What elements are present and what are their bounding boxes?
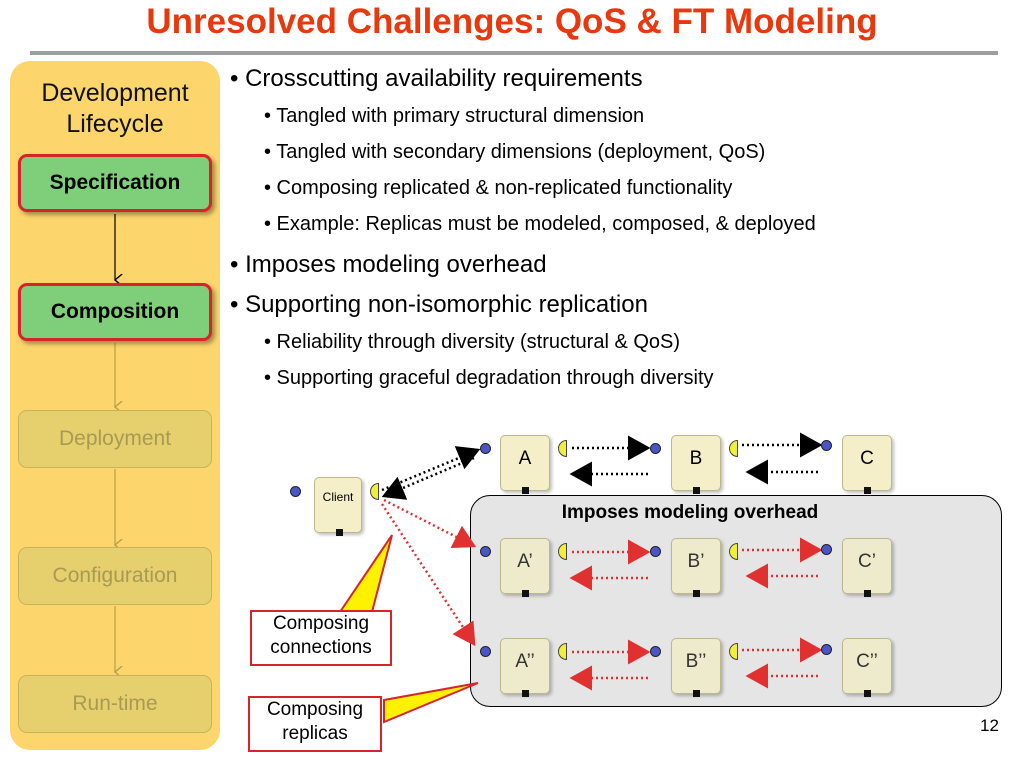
component-b-prime-foot <box>693 590 700 597</box>
component-b-double-prime-label: B’’ <box>685 651 707 672</box>
component-c-double-prime: C’’ <box>842 638 892 697</box>
callout-composing-connections: Composing connections <box>250 610 392 666</box>
component-c-double-prime-foot <box>864 690 871 697</box>
callout-connections-pointer <box>338 534 393 613</box>
callout-composing-replicas: Composing replicas <box>248 696 382 752</box>
c-receptacle-port <box>821 440 832 451</box>
component-a-label: A <box>518 448 532 469</box>
lifecycle-heading: Development Lifecycle <box>10 78 220 140</box>
c2-receptacle-port <box>821 644 832 655</box>
component-a-double-prime-label: A’’ <box>515 651 535 672</box>
bullet-tangled-secondary: • Tangled with secondary dimensions (dep… <box>264 141 766 163</box>
page-number: 12 <box>980 716 999 735</box>
bullet-non-isomorphic: • Supporting non-isomorphic replication <box>230 291 648 318</box>
component-c-prime: C’ <box>842 538 892 597</box>
component-b-prime: B’ <box>671 538 721 597</box>
component-a: A <box>500 435 550 494</box>
component-a-prime-label: A’ <box>517 551 533 572</box>
bullet-tangled-primary: • Tangled with primary structural dimens… <box>264 105 645 127</box>
component-b-double-prime-foot <box>693 690 700 697</box>
a2-receptacle-port <box>480 646 491 657</box>
b-receptacle-port <box>650 443 661 454</box>
phase-specification: Specification <box>18 154 212 212</box>
a1-receptacle-port <box>480 546 491 557</box>
lifecycle-heading-line1: Development <box>41 79 189 107</box>
a-receptacle-port <box>480 443 491 454</box>
component-b: B <box>671 435 721 494</box>
bullet-example-replicas: • Example: Replicas must be modeled, com… <box>264 213 816 235</box>
client-label: Client <box>322 490 354 504</box>
component-c-foot <box>864 487 871 494</box>
connector-client-to-a-prime <box>383 498 477 549</box>
phase-deployment: Deployment <box>18 410 212 468</box>
phase-configuration: Configuration <box>18 547 212 605</box>
overhead-region <box>470 495 1002 707</box>
bullet-crosscutting: • Crosscutting availability requirements <box>230 65 643 92</box>
component-a-prime: A’ <box>500 538 550 597</box>
connector-a-to-client <box>381 456 475 500</box>
connector-client-to-a-double-prime <box>380 503 476 647</box>
slide-title: Unresolved Challenges: QoS & FT Modeling <box>146 2 878 41</box>
lifecycle-heading-line2: Lifecycle <box>66 110 164 138</box>
phase-composition: Composition <box>18 283 212 341</box>
connector-client-to-a <box>381 446 481 492</box>
phase-runtime: Run-time <box>18 675 212 733</box>
bullet-list: • Crosscutting availability requirements… <box>230 64 1020 402</box>
component-c-label: C <box>860 448 874 469</box>
component-a-double-prime: A’’ <box>500 638 550 697</box>
bullet-graceful-degradation: • Supporting graceful degradation throug… <box>264 367 714 389</box>
b2-receptacle-port <box>650 646 661 657</box>
client-component: Client <box>314 477 362 536</box>
component-c-prime-label: C’ <box>858 551 876 572</box>
bullet-reliability-diversity: • Reliability through diversity (structu… <box>264 331 681 353</box>
callout-replicas-line2: replicas <box>282 723 348 744</box>
component-b-prime-label: B’ <box>687 551 705 572</box>
overhead-label: Imposes modeling overhead <box>561 502 819 523</box>
component-b-foot <box>693 487 700 494</box>
component-c: C <box>842 435 892 494</box>
client-receptacle-port <box>290 486 301 497</box>
callout-connections-line2: connections <box>270 637 372 658</box>
callout-replicas-pointer <box>383 682 479 724</box>
bullet-composing-functionality: • Composing replicated & non-replicated … <box>264 177 733 199</box>
bullet-imposes-overhead: • Imposes modeling overhead <box>230 251 547 278</box>
component-a-double-prime-foot <box>522 690 529 697</box>
callout-replicas-line1: Composing <box>266 699 364 720</box>
component-c-prime-foot <box>864 590 871 597</box>
c1-receptacle-port <box>821 544 832 555</box>
component-c-double-prime-label: C’’ <box>856 651 878 672</box>
title-divider <box>30 51 998 55</box>
callout-connections-line1: Composing <box>272 613 370 634</box>
component-b-label: B <box>689 448 703 469</box>
component-a-prime-foot <box>522 590 529 597</box>
client-foot <box>336 529 343 536</box>
component-b-double-prime: B’’ <box>671 638 721 697</box>
component-a-foot <box>522 487 529 494</box>
b1-receptacle-port <box>650 546 661 557</box>
